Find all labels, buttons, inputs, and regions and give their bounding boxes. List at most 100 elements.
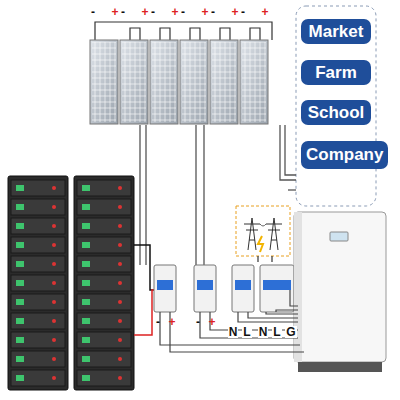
battery-terminal xyxy=(52,338,56,342)
user-label-box: School xyxy=(301,100,371,125)
circuit-breaker xyxy=(232,265,254,312)
panel-cells xyxy=(212,42,236,122)
battery-module xyxy=(77,237,131,253)
battery-terminal xyxy=(52,224,56,228)
battery-module xyxy=(77,218,131,234)
battery-terminal xyxy=(118,281,122,285)
battery-racks xyxy=(8,176,134,390)
inverter-body xyxy=(294,212,386,362)
battery-module xyxy=(11,199,65,215)
battery-indicator xyxy=(16,185,24,191)
battery-indicator xyxy=(16,223,24,229)
terminal-label: N xyxy=(228,326,239,338)
battery-indicator xyxy=(82,242,90,248)
solar-panel xyxy=(210,40,238,124)
terminal-label: + xyxy=(168,316,175,328)
battery-indicator xyxy=(82,318,90,324)
polarity-label: + xyxy=(111,6,118,18)
battery-terminal xyxy=(118,186,122,190)
battery-indicator xyxy=(16,242,24,248)
circuit-breaker xyxy=(194,265,216,312)
polarity-label: - xyxy=(211,6,215,18)
battery-module xyxy=(11,351,65,367)
terminal-label: L xyxy=(242,326,251,338)
battery-indicator xyxy=(82,261,90,267)
battery-indicator xyxy=(82,204,90,210)
panel-cells xyxy=(122,42,146,122)
terminal-label: - xyxy=(156,316,160,328)
terminal-label: - xyxy=(196,316,200,328)
polarity-label: + xyxy=(171,6,178,18)
user-label-box: Farm xyxy=(301,60,371,85)
battery-terminal xyxy=(118,205,122,209)
battery-rack xyxy=(74,176,134,390)
solar-panel xyxy=(240,40,268,124)
battery-indicator xyxy=(82,299,90,305)
battery-terminal xyxy=(52,205,56,209)
panel-wires xyxy=(95,22,272,40)
grid-frame xyxy=(236,206,290,256)
battery-indicator xyxy=(16,280,24,286)
battery-indicator xyxy=(82,223,90,229)
battery-module xyxy=(77,370,131,386)
battery-indicator xyxy=(82,337,90,343)
polarity-label: - xyxy=(151,6,155,18)
polarity-label: - xyxy=(121,6,125,18)
terminal-label: G xyxy=(285,326,296,338)
user-frame xyxy=(296,6,376,206)
battery-indicator xyxy=(16,204,24,210)
inverter-base xyxy=(298,362,382,372)
polarity-label: - xyxy=(241,6,245,18)
battery-module xyxy=(77,256,131,272)
battery-module xyxy=(11,180,65,196)
battery-module xyxy=(77,180,131,196)
battery-indicator xyxy=(16,375,24,381)
solar-panels xyxy=(90,40,268,124)
battery-indicator xyxy=(82,375,90,381)
pv-wires xyxy=(140,125,296,265)
battery-module xyxy=(11,313,65,329)
panel-cells xyxy=(152,42,176,122)
battery-module xyxy=(11,237,65,253)
battery-terminal xyxy=(118,376,122,380)
battery-module xyxy=(11,332,65,348)
lightning-symbol xyxy=(258,236,263,252)
polarity-label: + xyxy=(231,6,238,18)
inverter-screen xyxy=(330,232,348,241)
battery-terminal xyxy=(118,243,122,247)
user-label: School xyxy=(308,103,365,123)
panel-cells xyxy=(182,42,206,122)
battery-module xyxy=(77,332,131,348)
battery-module xyxy=(77,294,131,310)
battery-terminal xyxy=(118,300,122,304)
battery-indicator xyxy=(16,356,24,362)
circuit-breaker xyxy=(260,265,294,312)
battery-module xyxy=(11,218,65,234)
battery-indicator xyxy=(16,318,24,324)
battery-indicator xyxy=(82,185,90,191)
battery-module xyxy=(11,294,65,310)
solar-panel xyxy=(90,40,118,124)
user-label: Farm xyxy=(315,63,357,83)
breaker-handle xyxy=(197,280,213,290)
battery-terminal xyxy=(52,281,56,285)
battery-module xyxy=(11,370,65,386)
polarity-label: + xyxy=(261,6,268,18)
terminal-label: N xyxy=(258,326,269,338)
battery-terminal xyxy=(52,300,56,304)
inverter-wires xyxy=(160,290,304,352)
user-label-box: Company xyxy=(301,141,388,169)
panel-cells xyxy=(242,42,266,122)
battery-terminal xyxy=(118,319,122,323)
battery-rack xyxy=(8,176,68,390)
battery-module xyxy=(77,351,131,367)
battery-terminal xyxy=(52,262,56,266)
battery-terminal xyxy=(52,357,56,361)
battery-terminal xyxy=(118,338,122,342)
panel-cells xyxy=(92,42,116,122)
battery-module xyxy=(11,275,65,291)
battery-terminal xyxy=(52,376,56,380)
battery-indicator xyxy=(16,337,24,343)
battery-module xyxy=(77,313,131,329)
